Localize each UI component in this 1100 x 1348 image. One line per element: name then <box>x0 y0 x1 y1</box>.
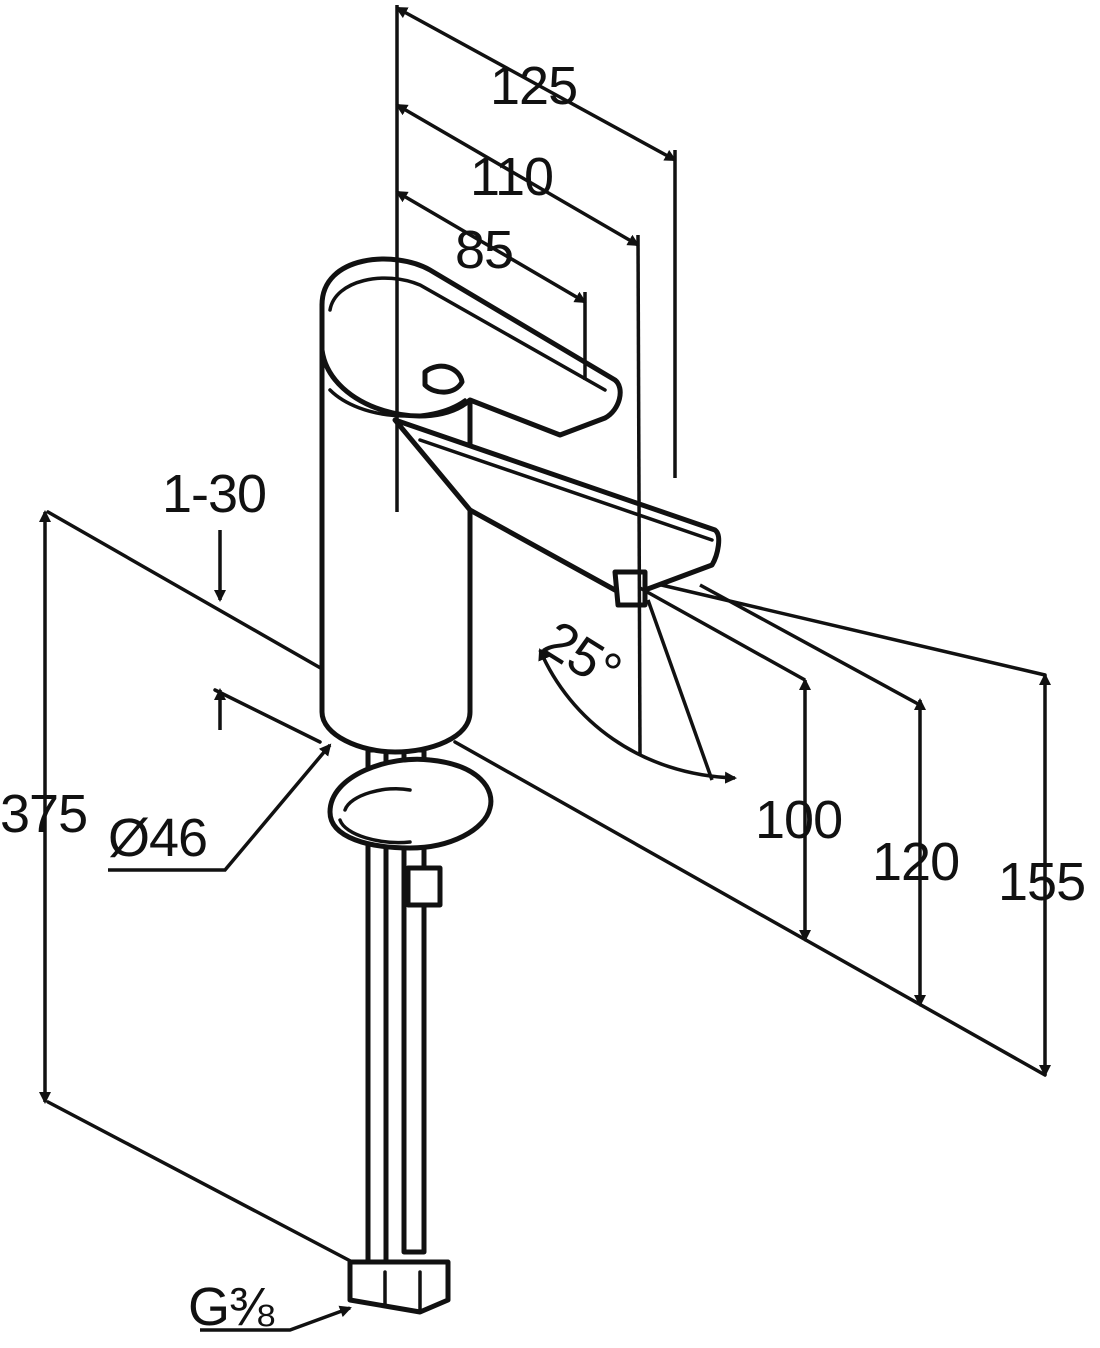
diameter-leader <box>108 743 332 872</box>
label-reach-85: 85 <box>455 220 513 280</box>
label-connection-thread: G⅜ <box>188 1277 275 1337</box>
label-reach-110: 110 <box>470 147 553 207</box>
label-height-155: 155 <box>998 852 1085 912</box>
thread-leader <box>200 1305 352 1332</box>
height-dimensions <box>639 583 1051 1077</box>
label-overall-length: 375 <box>0 784 87 844</box>
deck-plane-lines <box>46 510 1047 1267</box>
label-reach-125: 125 <box>490 56 577 116</box>
base-fixing <box>327 756 494 851</box>
label-height-120: 120 <box>872 832 959 892</box>
label-deck-thickness: 1-30 <box>162 464 266 524</box>
label-height-100: 100 <box>755 790 842 850</box>
label-angle: 25° <box>532 609 631 702</box>
angle-dimension <box>538 599 737 784</box>
label-base-diameter: Ø46 <box>108 808 207 868</box>
